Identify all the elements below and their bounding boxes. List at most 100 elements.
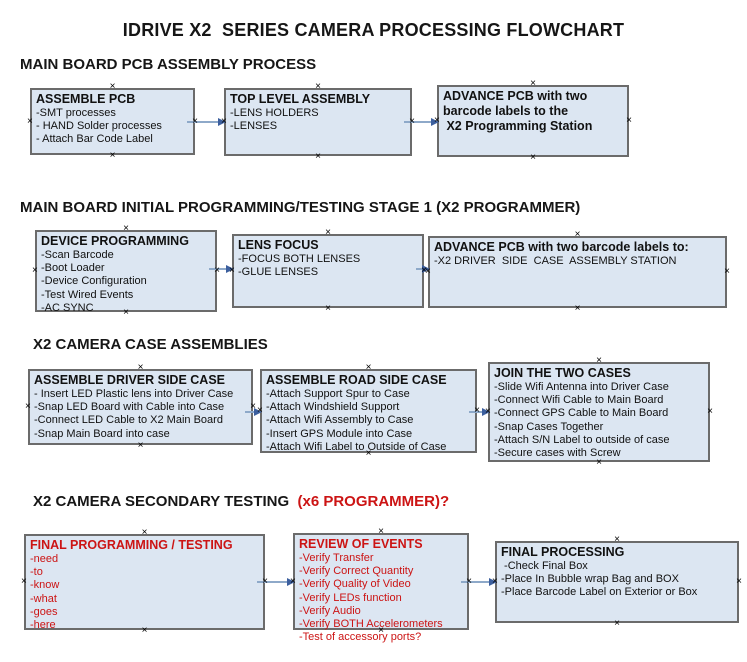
connection-handle-icon: × bbox=[474, 405, 480, 416]
connection-handle-icon: × bbox=[109, 81, 116, 92]
box-items: -Verify Transfer-Verify Correct Quantity… bbox=[299, 552, 463, 644]
connection-handle-icon: × bbox=[596, 355, 602, 366]
page-title: IDRIVE X2 SERIES CAMERA PROCESSING FLOWC… bbox=[122, 20, 625, 40]
section-header-initial-programming: MAIN BOARD INITIAL PROGRAMMING/TESTING S… bbox=[20, 199, 581, 216]
connection-handle-icon: × bbox=[596, 457, 602, 468]
connection-handle-icon: × bbox=[25, 401, 31, 412]
connection-handle-icon: × bbox=[221, 116, 227, 127]
box-item: -Verify Correct Quantity bbox=[299, 565, 414, 578]
box-items: -need-to-know-what-goes-here bbox=[30, 553, 259, 632]
box-title: FINAL PROCESSING bbox=[501, 545, 625, 559]
box-title: ASSEMBLE DRIVER SIDE CASE bbox=[34, 373, 226, 387]
section-header-pcb-assembly: MAIN BOARD PCB ASSEMBLY PROCESS bbox=[20, 56, 317, 73]
box-items: -Check Final Box-Place In Bubble wrap Ba… bbox=[501, 560, 733, 600]
box-title: TOP LEVEL ASSEMBLY bbox=[230, 92, 371, 106]
flow-arrow-icon bbox=[416, 265, 430, 273]
box-item: X2 Programming Station bbox=[443, 119, 593, 133]
connection-handle-icon: × bbox=[21, 576, 27, 587]
box-item: -AC SYNC bbox=[41, 301, 94, 314]
box-final-processing: FINAL PROCESSING -Check Final Box-Place … bbox=[492, 535, 742, 629]
box-item: -Check Final Box bbox=[501, 560, 588, 572]
box-item: -Snap Cases Together bbox=[494, 420, 604, 433]
box-title: DEVICE PROGRAMMING bbox=[41, 234, 189, 248]
connection-handle-icon: × bbox=[736, 576, 742, 587]
box-item: -Attach Wifi Label to Outside of Case bbox=[266, 440, 447, 453]
box-item: -Slide Wifi Antenna into Driver Case bbox=[494, 381, 669, 393]
flow-arrow-icon bbox=[469, 408, 490, 416]
box-final-programming-testing: FINAL PROGRAMMING / TESTING -need-to-kno… bbox=[21, 528, 268, 636]
connection-handle-icon: × bbox=[409, 116, 415, 127]
flow-arrow-icon bbox=[209, 265, 234, 273]
connection-handle-icon: × bbox=[325, 227, 331, 238]
box-device-programming: DEVICE PROGRAMMING -Scan Barcode-Boot Lo… bbox=[32, 224, 220, 318]
flow-arrow-icon bbox=[461, 578, 497, 586]
connection-handle-icon: × bbox=[707, 406, 713, 417]
box-item: -Place In Bubble wrap Bag and BOX bbox=[501, 573, 679, 586]
box-items: -Slide Wifi Antenna into Driver Case-Con… bbox=[494, 381, 704, 460]
connection-handle-icon: × bbox=[141, 527, 148, 538]
box-items: - Insert LED Plastic lens into Driver Ca… bbox=[34, 388, 247, 441]
box-assemble-road-side-case: ASSEMBLE ROAD SIDE CASE -Attach Support … bbox=[257, 363, 480, 459]
box-item: -goes bbox=[30, 605, 58, 618]
box-title: JOIN THE TWO CASES bbox=[494, 366, 631, 380]
box-item: -LENSES bbox=[230, 120, 278, 133]
box-item: -Connect Wifi Cable to Main Board bbox=[494, 394, 664, 407]
connection-handle-icon: × bbox=[574, 229, 581, 240]
box-title: FINAL PROGRAMMING / TESTING bbox=[30, 538, 233, 552]
box-join-the-two-cases: JOIN THE TWO CASES -Slide Wifi Antenna i… bbox=[485, 356, 713, 468]
connection-handle-icon: × bbox=[626, 115, 632, 126]
box-item: -need bbox=[30, 553, 59, 565]
connection-handle-icon: × bbox=[315, 151, 321, 162]
box-assemble-driver-side-case: ASSEMBLE DRIVER SIDE CASE - Insert LED P… bbox=[25, 363, 256, 451]
box-item: -Secure cases with Screw bbox=[494, 446, 621, 459]
box-item: -Test Wired Events bbox=[41, 288, 134, 301]
box-items: -LENS HOLDERS-LENSES bbox=[230, 107, 406, 133]
connection-handle-icon: × bbox=[724, 266, 730, 277]
box-item: -know bbox=[30, 579, 60, 592]
box-item: -Attach Wifi Assembly to Case bbox=[266, 414, 414, 427]
box-item: -here bbox=[30, 618, 56, 631]
box-items: -Scan Barcode-Boot Loader-Device Configu… bbox=[41, 249, 211, 315]
box-item: barcode labels to the bbox=[443, 104, 569, 118]
box-item: -Attach S/N Label to outside of case bbox=[494, 433, 670, 446]
box-item: -Insert GPS Module into Case bbox=[266, 427, 413, 440]
connection-handle-icon: × bbox=[123, 223, 129, 234]
box-item: -Verify Audio bbox=[299, 604, 361, 617]
connection-handle-icon: × bbox=[365, 362, 372, 373]
box-title: REVIEW OF EVENTS bbox=[299, 537, 423, 551]
box-item: -GLUE LENSES bbox=[238, 266, 319, 279]
connection-handle-icon: × bbox=[421, 265, 427, 276]
box-item: -Scan Barcode bbox=[41, 249, 114, 261]
box-item: -Connect GPS Cable to Main Board bbox=[494, 407, 669, 420]
box-review-of-events: REVIEW OF EVENTS -Verify Transfer-Verify… bbox=[290, 527, 472, 644]
box-item: -what bbox=[30, 592, 57, 605]
connection-handle-icon: × bbox=[485, 406, 491, 417]
connection-handle-icon: × bbox=[434, 115, 440, 126]
box-lens-focus: LENS FOCUS -FOCUS BOTH LENSES-GLUE LENSE… bbox=[229, 228, 427, 314]
connection-handle-icon: × bbox=[137, 440, 144, 451]
connection-handle-icon: × bbox=[378, 625, 384, 636]
box-item: - HAND Solder processes bbox=[36, 120, 162, 133]
connection-handle-icon: × bbox=[530, 78, 536, 89]
section-header-secondary-testing: X2 CAMERA SECONDARY TESTING (x6 PROGRAMM… bbox=[33, 493, 449, 510]
box-items: -FOCUS BOTH LENSES-GLUE LENSES bbox=[238, 253, 418, 279]
box-item: -to bbox=[30, 566, 43, 579]
box-top-level-assembly: TOP LEVEL ASSEMBLY -LENS HOLDERS-LENSES … bbox=[221, 82, 415, 162]
connection-handle-icon: × bbox=[250, 401, 256, 412]
box-item: -Verify BOTH Accelerometers bbox=[299, 617, 443, 630]
section-header-programmer-question: (x6 PROGRAMMER)? bbox=[289, 493, 450, 510]
section-header-case-assemblies: X2 CAMERA CASE ASSEMBLIES bbox=[33, 336, 268, 353]
connection-handle-icon: × bbox=[365, 448, 372, 459]
connection-handle-icon: × bbox=[141, 625, 148, 636]
box-assemble-pcb: ASSEMBLE PCB -SMT processes- HAND Solder… bbox=[27, 82, 198, 161]
box-title: ASSEMBLE PCB bbox=[36, 92, 136, 106]
connection-handle-icon: × bbox=[530, 152, 536, 163]
box-item: -SMT processes bbox=[36, 107, 116, 119]
box-item: -LENS HOLDERS bbox=[230, 107, 319, 119]
box-item: -Verify Quality of Video bbox=[299, 578, 411, 591]
connection-handle-icon: × bbox=[109, 150, 116, 161]
box-item: - Attach Bar Code Label bbox=[36, 133, 153, 146]
box-items: -SMT processes- HAND Solder processes- A… bbox=[36, 107, 189, 147]
box-advance-pcb-programming-station: ADVANCE PCB with two barcode labels to t… bbox=[434, 79, 632, 163]
